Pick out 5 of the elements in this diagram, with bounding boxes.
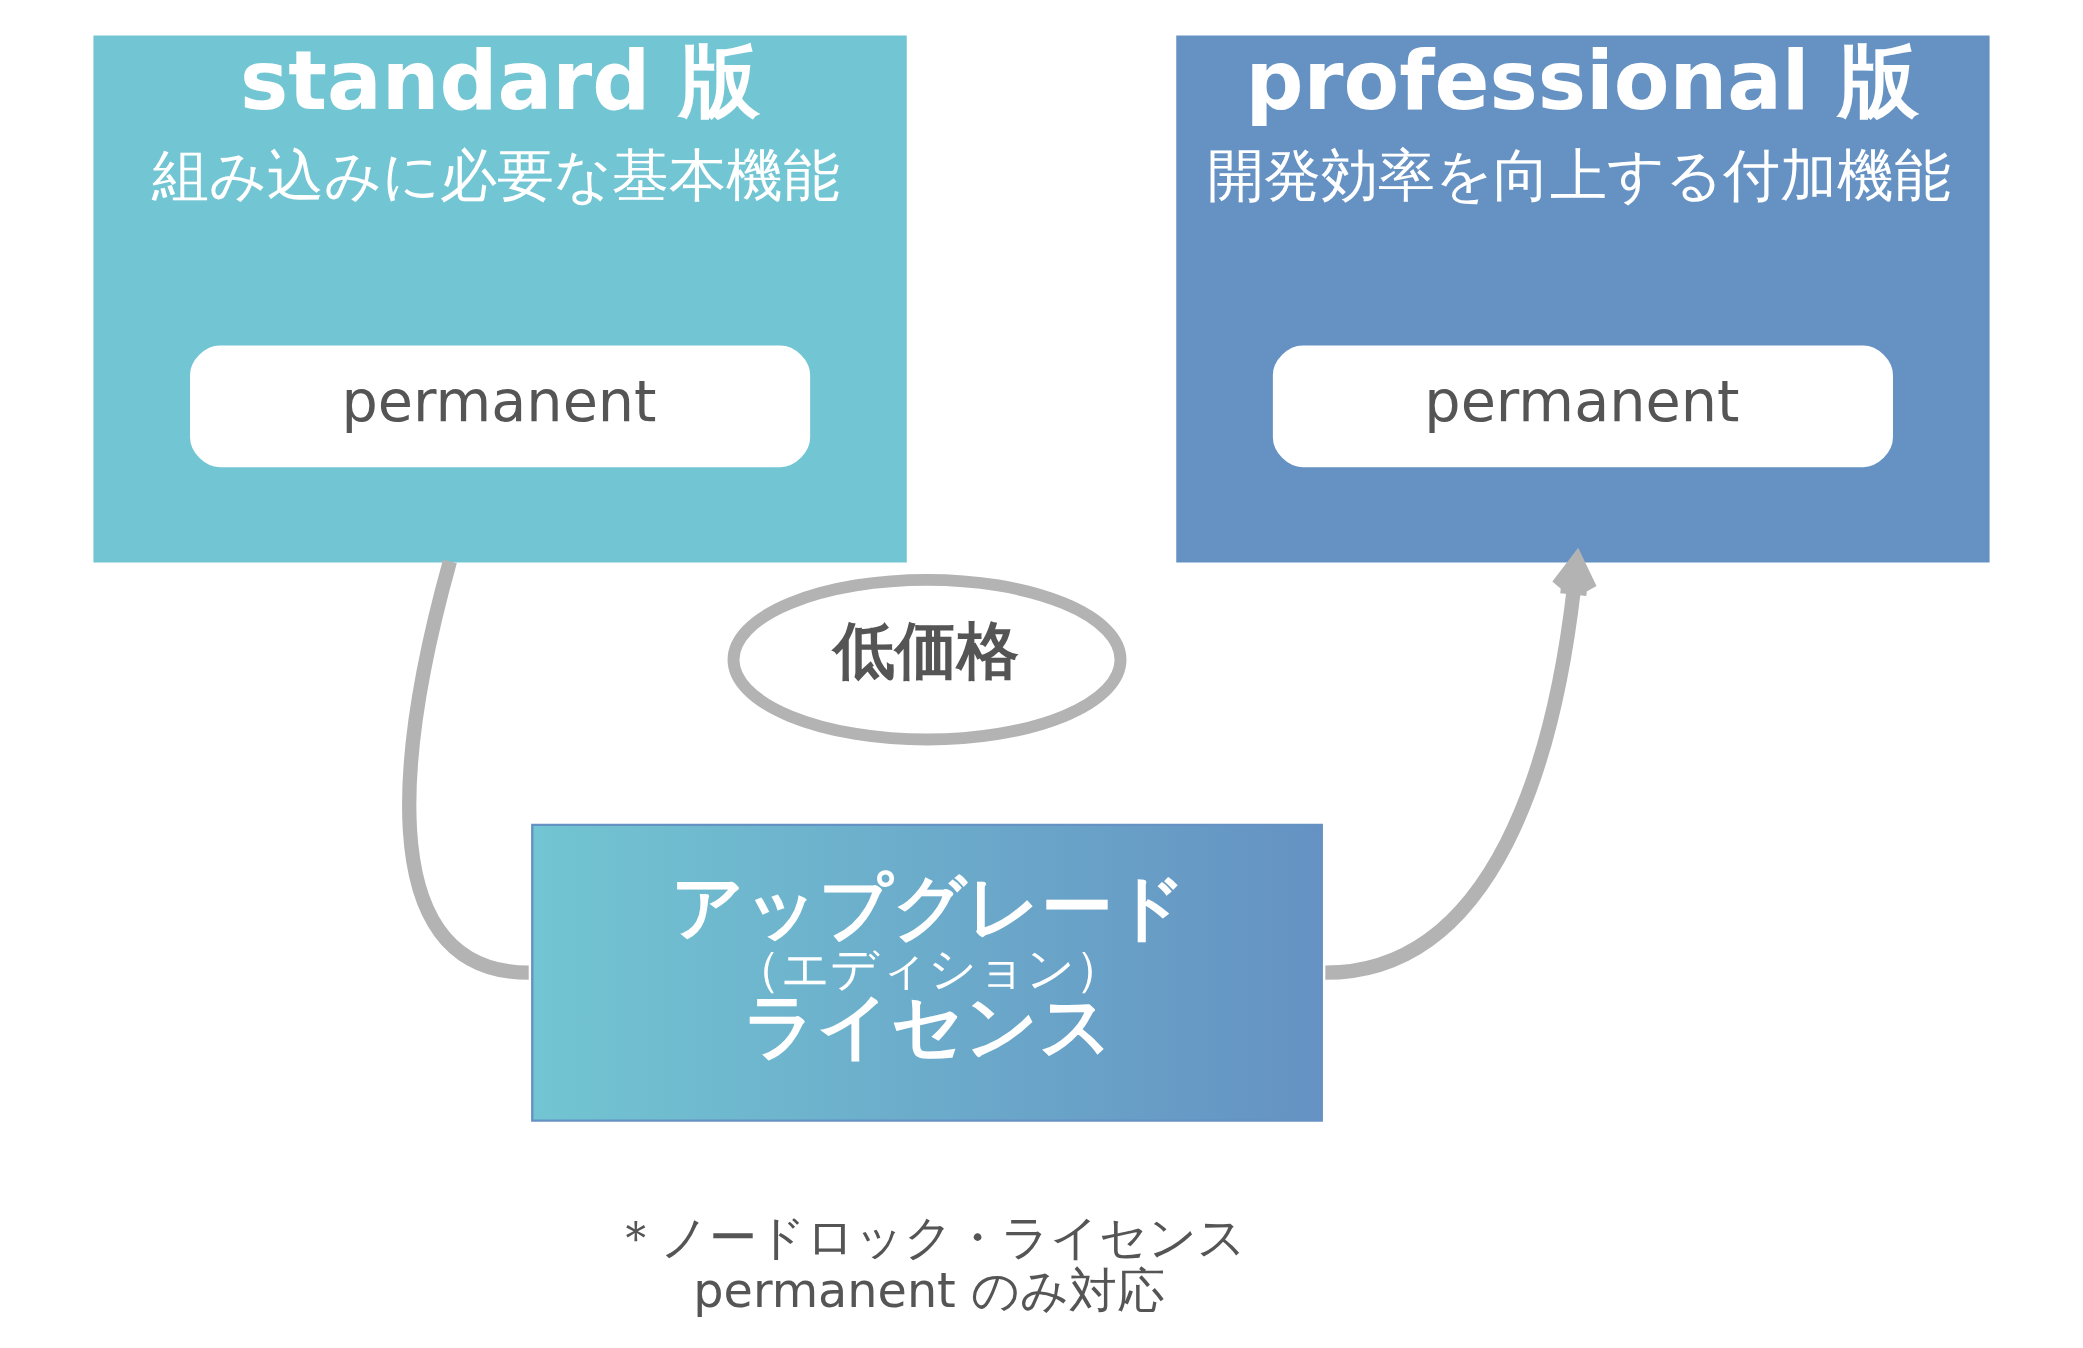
node-box: permanent — [1272, 345, 1893, 468]
connector — [402, 559, 530, 980]
node-box: permanent — [190, 345, 811, 468]
node-ellipse: 低価格 — [727, 573, 1127, 746]
node-box: アップグレード （エディション） ライセンス — [531, 823, 1323, 1122]
